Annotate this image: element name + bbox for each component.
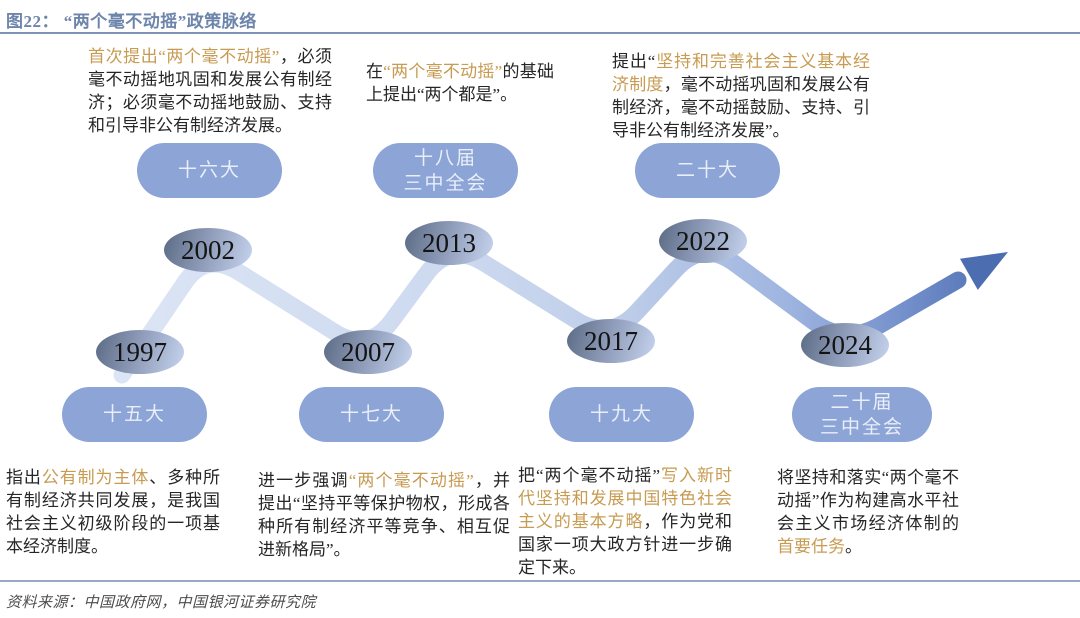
year-oval-2024: 2024 xyxy=(801,323,889,367)
footer-divider xyxy=(0,580,1080,582)
event-pill-20th-third-plenum: 二十届 三中全会 xyxy=(792,387,932,442)
event-pill-19th-congress: 十九大 xyxy=(549,387,694,442)
event-pill-15th-congress: 十五大 xyxy=(62,387,207,442)
year-oval-2017: 2017 xyxy=(567,319,655,363)
annotation-2002-16th-congress: 首次提出“两个毫不动摇”，必须毫不动摇地巩固和发展公有制经济；必须毫不动摇地鼓励… xyxy=(88,47,333,135)
annotation-2013-18th-third-plenum: 在“两个毫不动摇”的基础上提出“两个都是”。 xyxy=(366,62,555,104)
annotation-1997-15th-congress: 指出公有制为主体、多种所有制经济共同发展，是我国社会主义初级阶段的一项基本经济制… xyxy=(6,468,221,556)
year-oval-2007: 2007 xyxy=(324,330,412,374)
year-oval-2002: 2002 xyxy=(164,228,252,272)
year-oval-2022: 2022 xyxy=(659,219,747,263)
event-pill-20th-congress: 二十大 xyxy=(635,143,780,198)
source-note: 资料来源：中国政府网，中国银河证券研究院 xyxy=(6,595,317,611)
year-oval-1997: 1997 xyxy=(96,330,184,374)
event-pill-16th-congress: 十六大 xyxy=(137,143,282,198)
title-divider xyxy=(0,32,1080,34)
annotation-2022-20th-congress: 提出“坚持和完善社会主义基本经济制度，毫不动摇巩固和发展公有制经济，毫不动摇鼓励… xyxy=(612,52,871,140)
annotation-2024-20th-third-plenum: 将坚持和落实“两个毫不动摇”作为构建高水平社会主义市场经济体制的首要任务。 xyxy=(777,468,959,556)
annotation-2017-19th-congress: 把“两个毫不动摇”写入新时代坚持和发展中国特色社会主义的基本方略，作为党和国家一… xyxy=(518,466,733,577)
year-oval-2013: 2013 xyxy=(405,221,493,265)
figure-title: 图22： “两个毫不动摇”政策脉络 xyxy=(6,12,257,31)
event-pill-17th-congress: 十七大 xyxy=(299,387,444,442)
timeline-wave-path xyxy=(113,244,967,384)
trend-arrow-icon xyxy=(960,252,1008,290)
event-pill-18th-third-plenum: 十八届 三中全会 xyxy=(373,143,518,198)
annotation-2007-17th-congress: 进一步强调“两个毫不动摇”，并提出“坚持平等保护物权，形成各种所有制经济平等竞争… xyxy=(258,471,511,559)
